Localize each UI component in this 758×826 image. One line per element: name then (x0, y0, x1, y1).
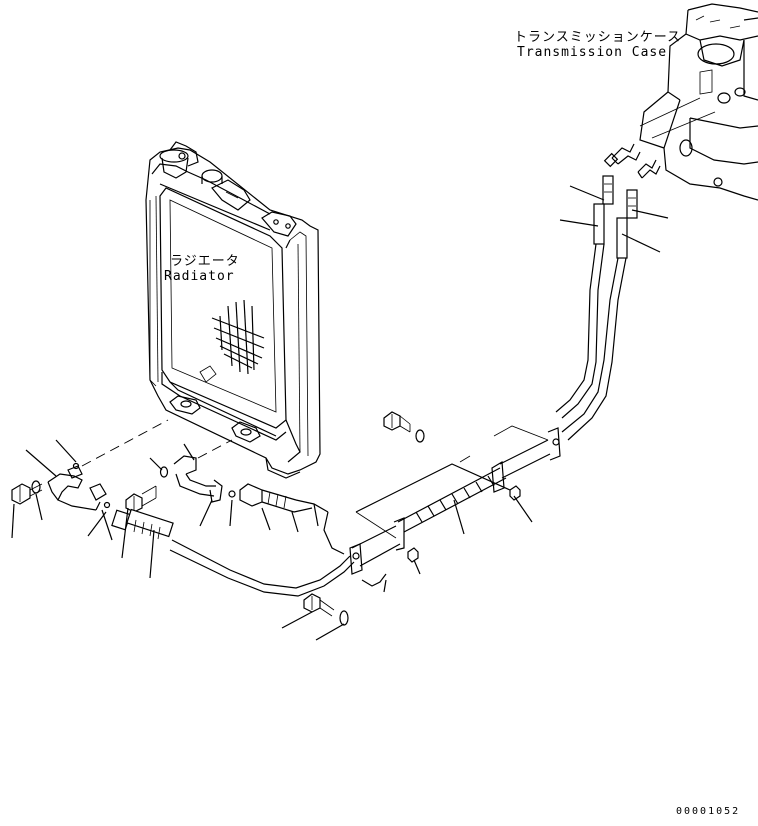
washer (415, 429, 425, 443)
clamp (491, 427, 561, 493)
nut (509, 485, 521, 501)
elbow-fitting (637, 159, 661, 179)
bolt (303, 593, 335, 617)
hose (555, 175, 614, 419)
transmission-case (639, 3, 758, 201)
clamp (349, 517, 405, 575)
elbow-fitting (603, 143, 641, 168)
nut (407, 547, 419, 563)
tube-protector (397, 467, 507, 533)
hose (561, 189, 638, 441)
radiator (145, 141, 321, 479)
o-ring (228, 490, 236, 498)
o-ring (103, 501, 111, 509)
bolt (383, 411, 411, 433)
washer (339, 610, 349, 626)
elbow-pipe (173, 455, 223, 503)
hose (239, 483, 329, 513)
transmission-case-label-en: Transmission Case (517, 45, 668, 60)
washer (31, 480, 41, 494)
transmission-case-label-jp: トランスミッションケース (514, 30, 682, 45)
radiator-label-jp: ラジエータ (170, 254, 240, 269)
document-number: 00001052 (676, 806, 741, 817)
radiator-label-en: Radiator (164, 269, 235, 284)
washer (159, 466, 169, 478)
elbow-pipe (47, 465, 107, 511)
leader-lines (11, 185, 669, 641)
bolt (125, 485, 157, 513)
